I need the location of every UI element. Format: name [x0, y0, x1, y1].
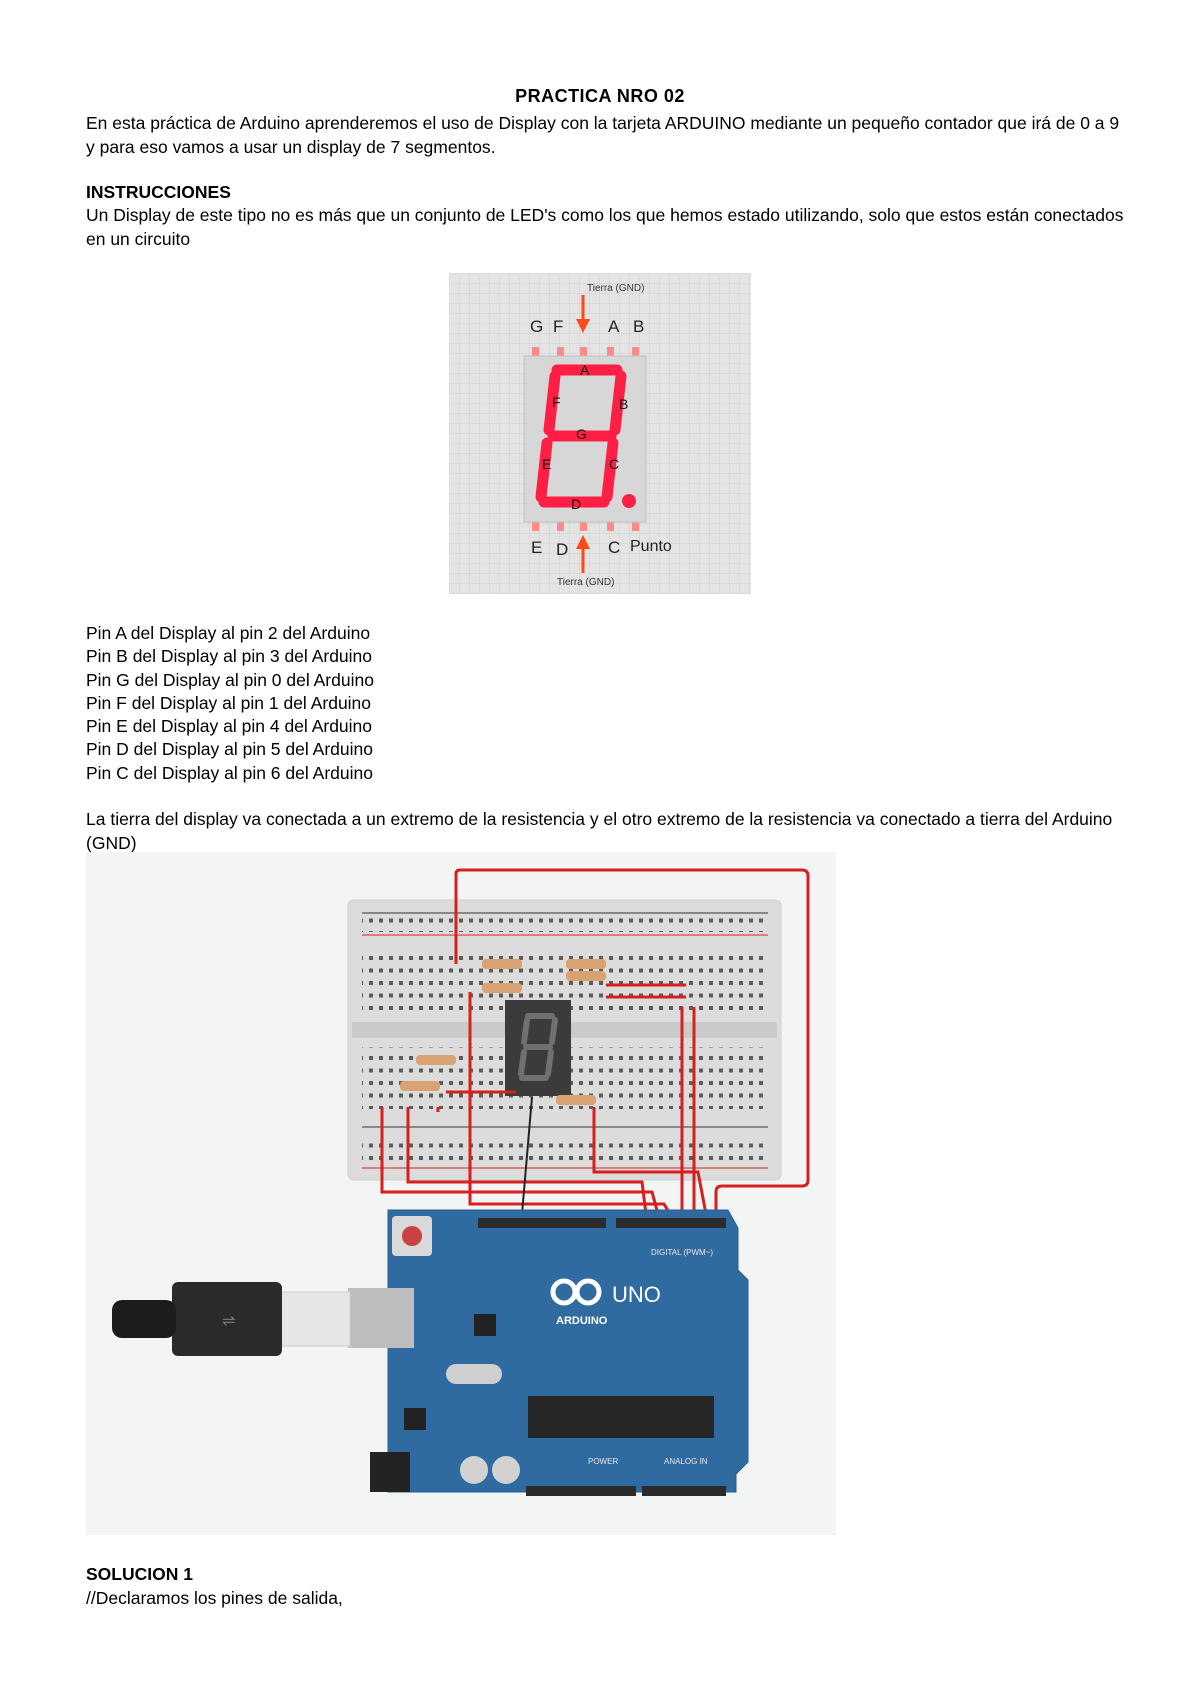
header-power	[526, 1486, 636, 1496]
page-title: PRACTICA NRO 02	[515, 86, 685, 106]
crystal	[446, 1364, 502, 1384]
capacitor-2	[492, 1456, 520, 1484]
board-name: UNO	[612, 1282, 661, 1307]
usb-cable	[112, 1300, 176, 1338]
circuit-diagram: DIGITAL (PWM~) ARDUINO UNO POWER ANALOG …	[112, 868, 810, 1496]
ground-wire	[521, 1096, 533, 1215]
top-pin-stubs	[532, 347, 639, 356]
seg-label-f: F	[552, 394, 561, 410]
seg-label-d: D	[571, 496, 581, 512]
rail-holes-top	[362, 916, 768, 932]
bottom-pin-e: E	[531, 538, 542, 557]
bottom-ground-arrow-head	[576, 535, 590, 549]
usb-port	[348, 1288, 414, 1348]
reset-button	[402, 1226, 422, 1246]
instructions-paragraph: Un Display de este tipo no es más que un…	[86, 205, 1124, 249]
top-pin-a: A	[608, 317, 620, 336]
bottom-pin-d: D	[556, 540, 568, 559]
capacitor-1	[460, 1456, 488, 1484]
rail-holes-bottom	[362, 1135, 768, 1161]
pin-mapping-item: Pin E del Display al pin 4 del Arduino	[86, 716, 373, 737]
digital-label: DIGITAL (PWM~)	[651, 1248, 713, 1257]
resistors	[400, 959, 606, 1105]
usb-chip	[474, 1314, 496, 1336]
board-brand: ARDUINO	[556, 1315, 608, 1327]
pin-mapping-item: Pin F del Display al pin 1 del Arduino	[86, 692, 372, 713]
segment-e	[535, 437, 553, 503]
top-pin-f: F	[553, 317, 563, 336]
usb-plug	[172, 1282, 282, 1356]
solution-heading: SOLUCION 1	[86, 1564, 193, 1584]
pin-mapping-item: Pin D del Display al pin 5 del Arduino	[86, 739, 373, 760]
pin-mapping-item: Pin G del Display al pin 0 del Arduino	[86, 669, 374, 690]
bottom-pin-punto: Punto	[630, 538, 672, 555]
pin-mapping-item: Pin B del Display al pin 3 del Arduino	[86, 646, 373, 667]
microcontroller-chip	[528, 1396, 714, 1438]
segment-f	[543, 370, 561, 436]
bottom-pin-c: C	[608, 538, 620, 557]
top-ground-label: Tierra (GND)	[587, 283, 644, 294]
power-jack	[370, 1452, 410, 1492]
power-label: POWER	[588, 1457, 618, 1466]
instructions-heading: INSTRUCCIONES	[86, 182, 231, 202]
pin-mapping-list: Pin A del Display al pin 2 del Arduino P…	[86, 622, 374, 785]
bottom-pin-stubs	[532, 522, 639, 531]
seven-segment-diagram: Tierra (GND) G F A B	[449, 273, 751, 594]
top-ground-arrow-head	[576, 319, 590, 333]
seg-label-c: C	[609, 456, 619, 472]
analog-label: ANALOG IN	[664, 1457, 708, 1466]
solution-comment: //Declaramos los pines de salida,	[86, 1588, 343, 1608]
pin-mapping-item: Pin A del Display al pin 2 del Arduino	[86, 623, 371, 643]
segments	[535, 364, 627, 508]
ground-paragraph: La tierra del display va conectada a un …	[86, 809, 1113, 853]
seg-label-g: G	[576, 426, 587, 442]
header-digital-right	[616, 1218, 726, 1228]
circuit-figure: DIGITAL (PWM~) ARDUINO UNO POWER ANALOG …	[86, 852, 836, 1535]
top-pin-b: B	[633, 317, 644, 336]
decimal-point	[622, 494, 636, 508]
header-digital-left	[478, 1218, 606, 1228]
intro-paragraph: En esta práctica de Arduino aprenderemos…	[86, 113, 1120, 157]
header-analog	[642, 1486, 726, 1496]
arduino-logo-icon	[550, 1278, 602, 1306]
segment-b	[609, 370, 627, 436]
segment-c	[601, 437, 619, 503]
usb-icon: ⇌	[222, 1313, 235, 1330]
seg-label-a: A	[580, 362, 590, 378]
seg-label-e: E	[542, 456, 551, 472]
bottom-ground-label: Tierra (GND)	[557, 577, 614, 588]
breadboard-display-segments	[518, 1013, 558, 1081]
usb-plug-metal	[279, 1291, 351, 1347]
pin-mapping-item: Pin C del Display al pin 6 del Arduino	[86, 762, 373, 783]
seven-segment-figure: Tierra (GND) G F A B	[449, 273, 751, 594]
regulator	[404, 1408, 426, 1430]
seg-label-b: B	[619, 396, 628, 412]
top-pin-g: G	[530, 317, 543, 336]
